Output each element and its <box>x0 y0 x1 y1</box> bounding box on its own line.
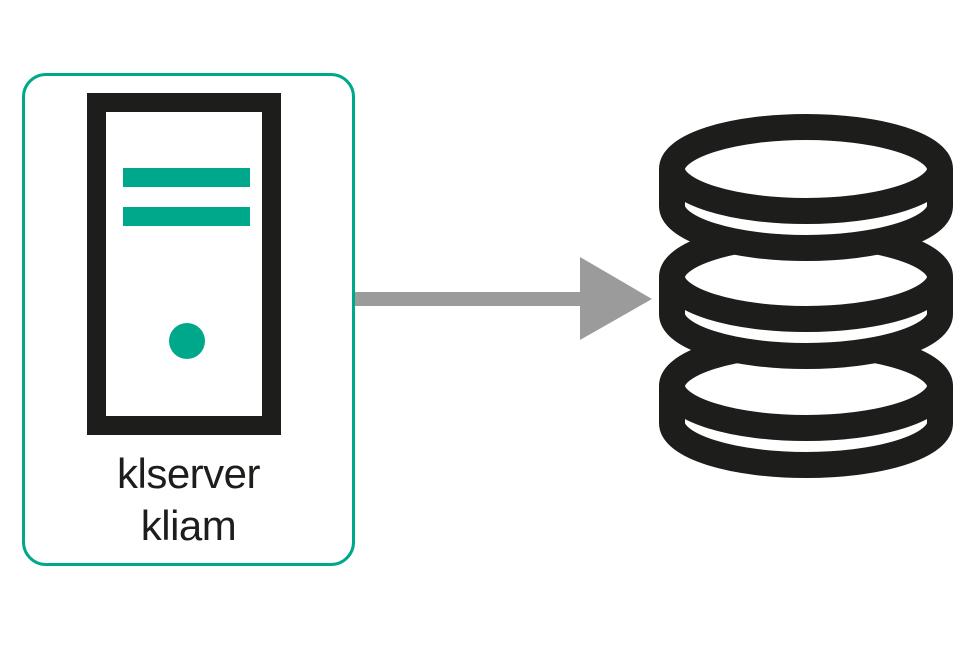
drive-bay-bar-top <box>123 168 250 187</box>
db-disk-top <box>659 114 953 261</box>
server-node-labels: klserver kliam <box>25 448 352 552</box>
arrow-right-icon <box>355 257 652 340</box>
arrow-shape <box>355 257 652 340</box>
server-node-box: klserver kliam <box>22 73 355 566</box>
server-frame <box>87 93 281 435</box>
db-disk-middle <box>659 222 953 369</box>
database-icon <box>659 114 953 478</box>
server-node-label-line2: kliam <box>140 502 237 549</box>
server-node-label-line1: klserver <box>116 450 261 497</box>
server-icon <box>87 93 281 435</box>
power-led-icon <box>169 323 205 359</box>
drive-bay-bar-bottom <box>123 207 250 226</box>
